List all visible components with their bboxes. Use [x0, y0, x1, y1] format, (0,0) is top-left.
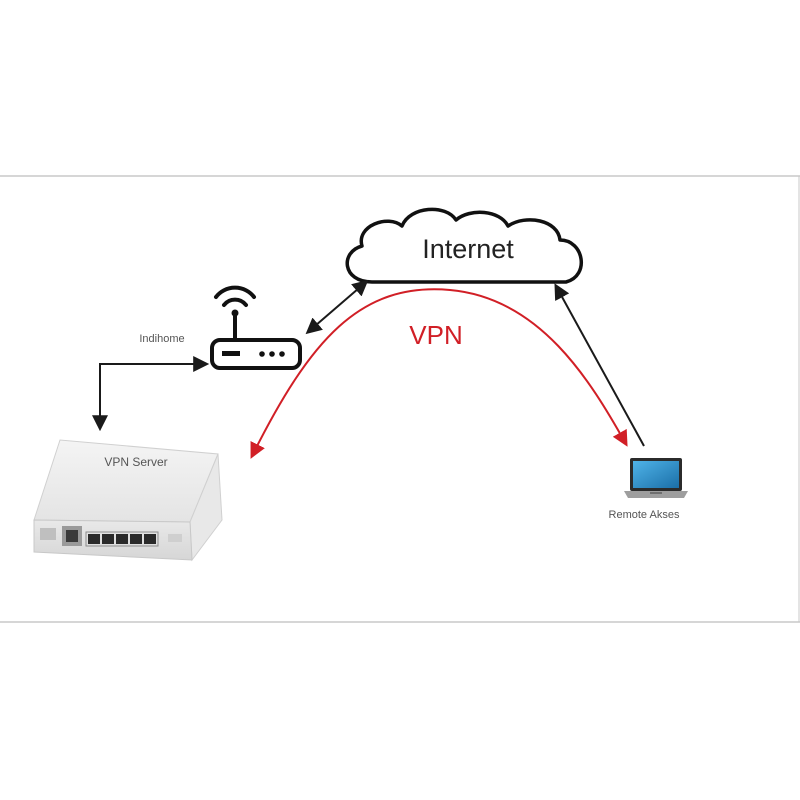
- mikrotik-router-device: [33, 439, 223, 562]
- client-label: Remote Akses: [609, 509, 680, 521]
- router-server-link: [92, 356, 210, 432]
- cloud-icon: [345, 207, 583, 284]
- laptop-icon: [624, 458, 688, 498]
- internet-label: Internet: [422, 234, 514, 264]
- vpn-tunnel-arc: [250, 288, 628, 459]
- vpn-label: VPN: [409, 320, 462, 350]
- server-label: VPN Server: [104, 455, 167, 469]
- wifi-router-icon: [210, 285, 302, 370]
- router-internet-link: [305, 279, 369, 335]
- router-label: Indihome: [139, 333, 184, 345]
- client-internet-link: [554, 283, 645, 447]
